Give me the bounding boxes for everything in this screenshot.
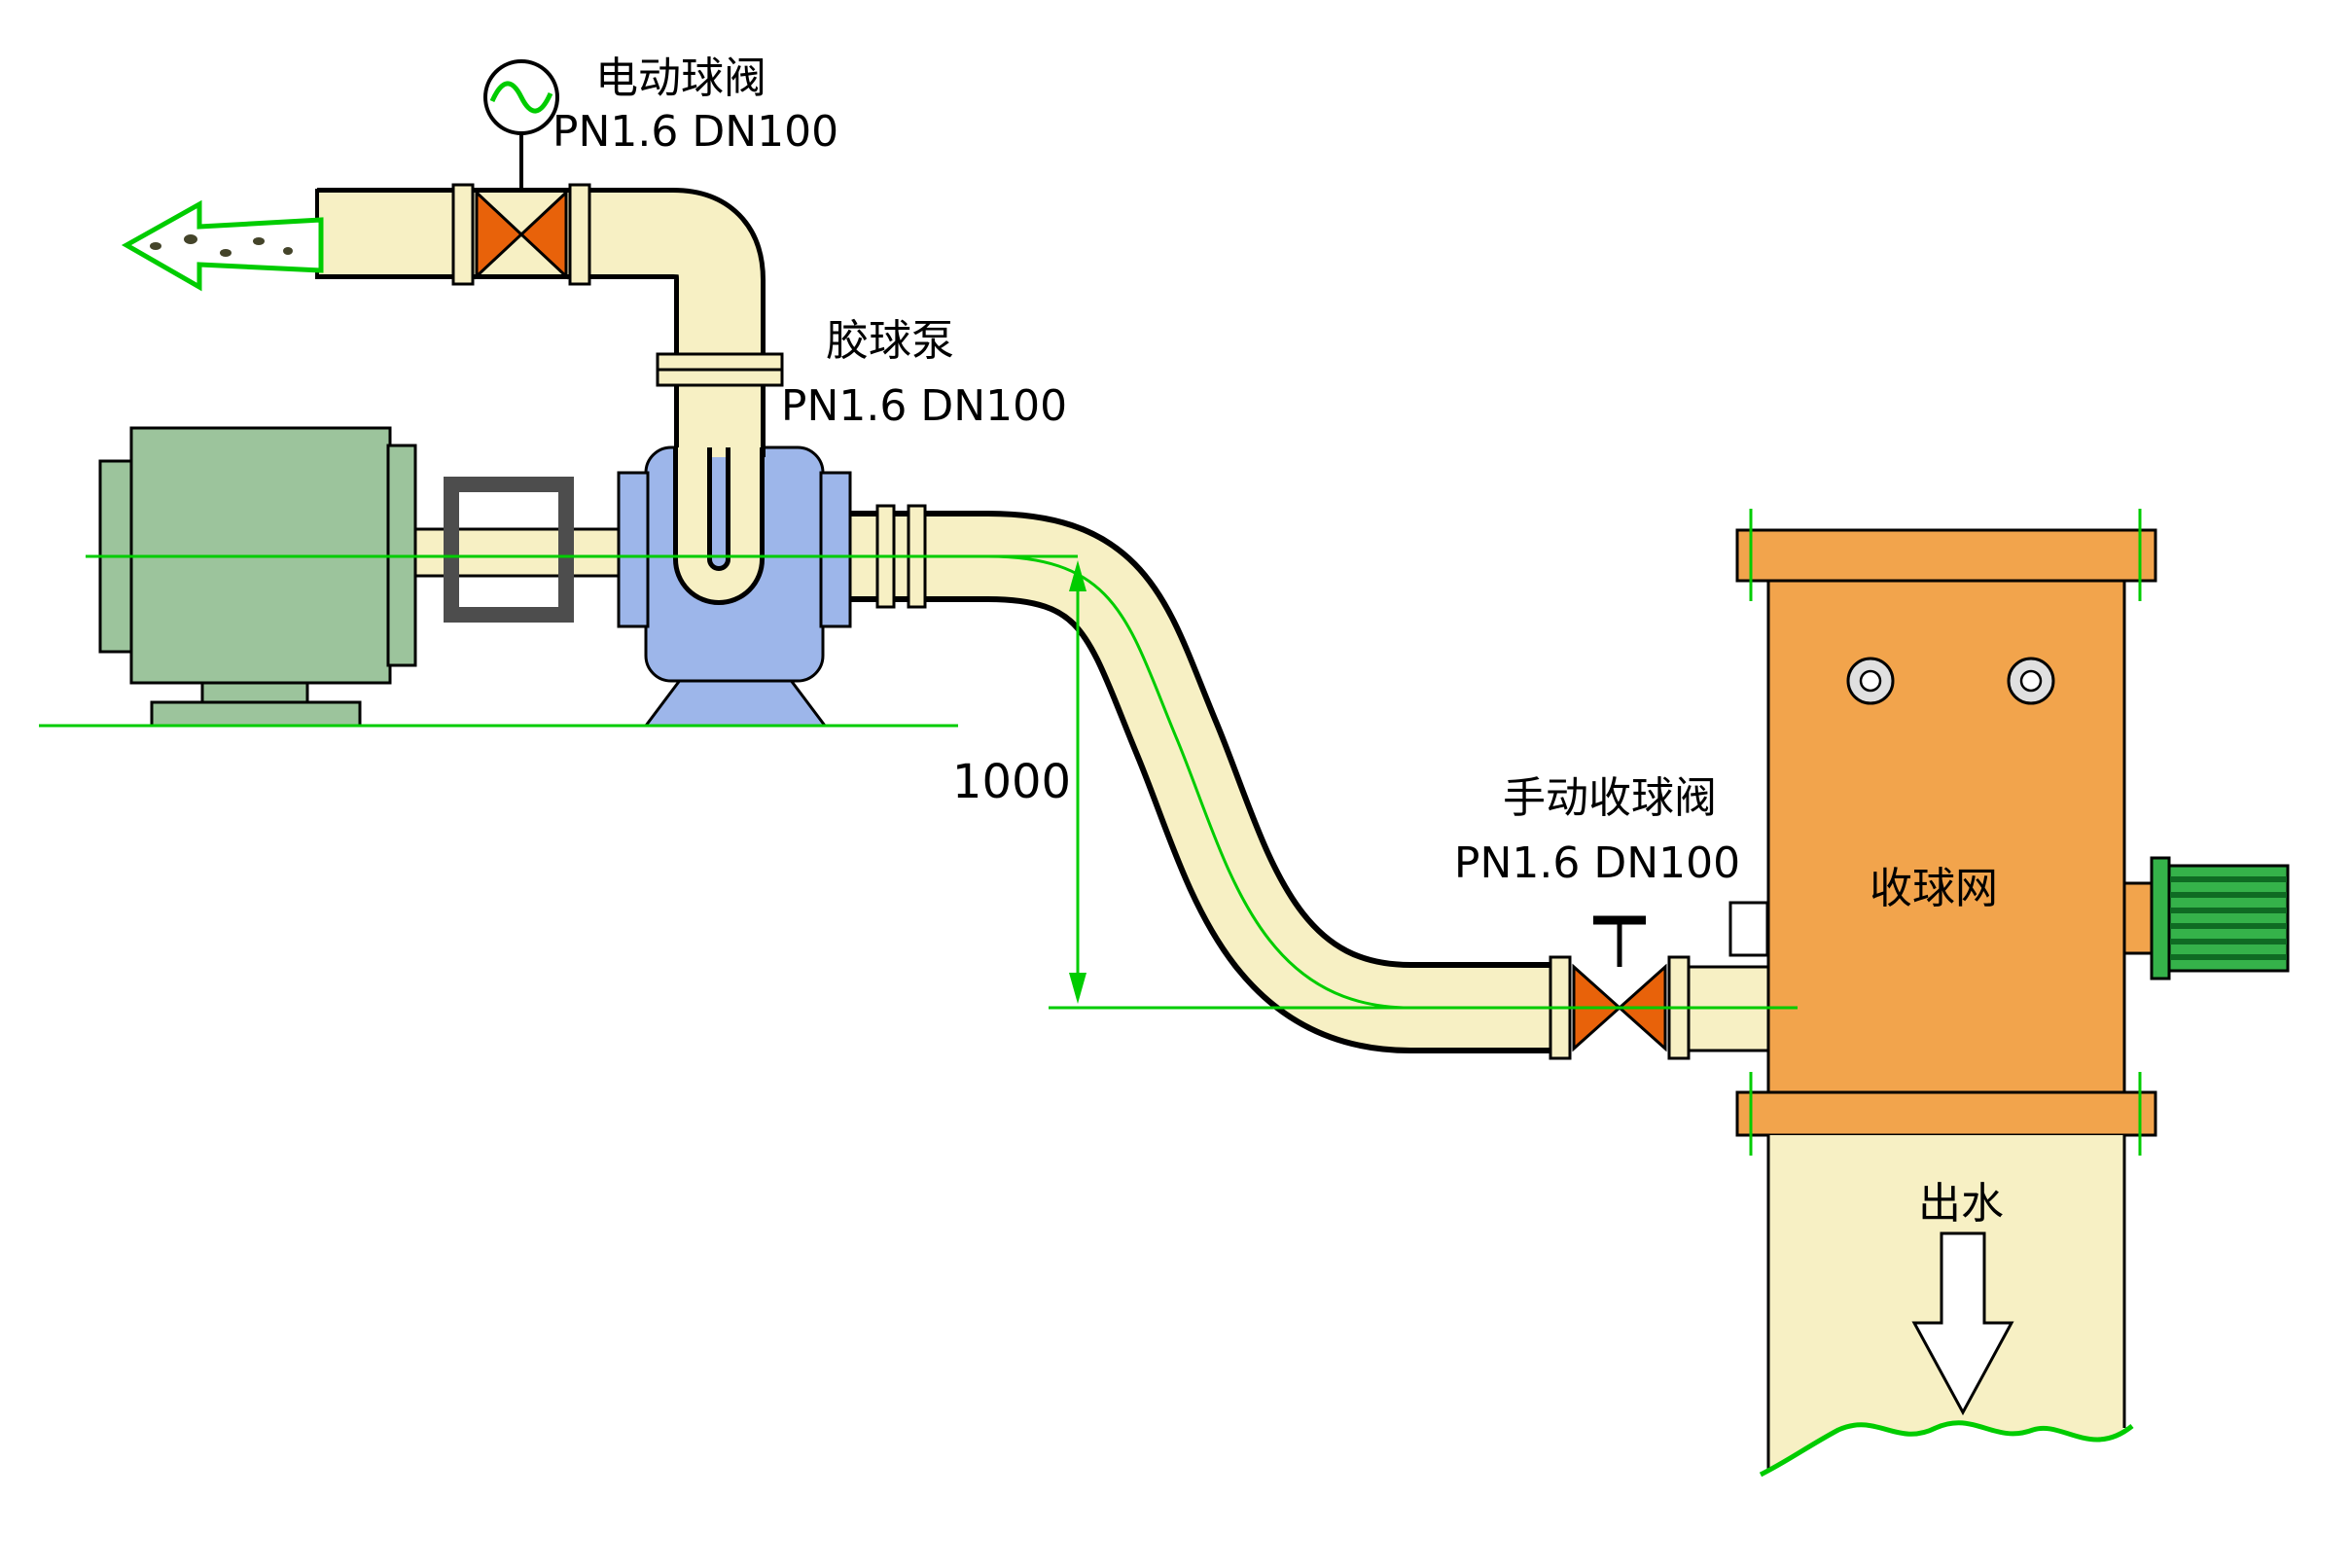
pump-discharge-flange bbox=[819, 471, 852, 628]
ball-speck bbox=[283, 247, 293, 255]
side-device-body bbox=[2167, 864, 2290, 973]
ball-speck bbox=[150, 242, 161, 250]
tank-label: 收球网 bbox=[1870, 864, 1998, 913]
side-device-flange bbox=[2150, 856, 2171, 980]
flow-out-arrow-shape bbox=[121, 199, 324, 292]
tank-top-flange bbox=[1735, 528, 2157, 583]
electric-valve-flange-right bbox=[568, 183, 591, 286]
electric-valve-body-right bbox=[518, 189, 568, 280]
pump-channel-fill bbox=[678, 447, 760, 600]
tank-bolt-center bbox=[1859, 669, 1882, 693]
motor bbox=[98, 426, 625, 728]
electric-valve-flange-left bbox=[451, 183, 475, 286]
coupling-guard bbox=[444, 477, 574, 623]
electric-valve bbox=[451, 59, 591, 286]
dimension-label: 1000 bbox=[952, 755, 1071, 809]
outlet-flow-arrow-icon bbox=[1911, 1231, 2014, 1416]
ball-speck bbox=[220, 249, 232, 257]
pump-base bbox=[643, 677, 828, 728]
manual-valve bbox=[1549, 901, 1770, 1060]
manual-valve-spec: PN1.6 DN100 bbox=[1454, 838, 1740, 888]
tank-bottom-flange bbox=[1735, 1090, 2157, 1137]
pump-suction-flange bbox=[617, 471, 650, 628]
dimension-arrow-up bbox=[1069, 560, 1086, 591]
electric-valve-label: 电动球阀 bbox=[595, 53, 766, 103]
labels: 电动球阀 PN1.6 DN100 胶球泵 PN1.6 DN100 1000 手动… bbox=[552, 53, 2004, 1229]
side-device-stripes bbox=[2170, 876, 2287, 960]
discharge-pipe bbox=[315, 188, 766, 457]
riser-flange-lower bbox=[656, 368, 784, 387]
pump-internals bbox=[617, 352, 927, 628]
discharge-pipe-fill bbox=[317, 193, 761, 457]
tank bbox=[1735, 528, 2290, 1137]
tank-nozzle-bracket bbox=[1728, 901, 1769, 957]
electric-valve-spec: PN1.6 DN100 bbox=[552, 107, 838, 157]
outlet-duct bbox=[1759, 1135, 2134, 1478]
construction-lines bbox=[39, 509, 2142, 1156]
pump-label: 胶球泵 bbox=[826, 316, 954, 366]
motor-base bbox=[150, 700, 362, 728]
ball-speck bbox=[253, 237, 265, 245]
break-line-wave bbox=[1759, 1420, 2134, 1478]
tank-side-nozzle bbox=[2122, 881, 2154, 955]
ball-speck bbox=[184, 234, 197, 244]
actuator-sine-icon bbox=[489, 81, 553, 114]
tank-bolt-center bbox=[2019, 669, 2043, 693]
pump-spec: PN1.6 DN100 bbox=[781, 381, 1067, 431]
outlet-label: 出水 bbox=[1918, 1179, 2004, 1229]
electric-valve-body-left bbox=[475, 189, 524, 280]
riser-flange-upper bbox=[656, 352, 784, 372]
dimension-arrow-down bbox=[1069, 973, 1086, 1004]
manual-valve-label: 手动收球阀 bbox=[1503, 773, 1717, 823]
tank-body bbox=[1766, 579, 2126, 1094]
flow-out-arrow-icon bbox=[121, 199, 324, 292]
